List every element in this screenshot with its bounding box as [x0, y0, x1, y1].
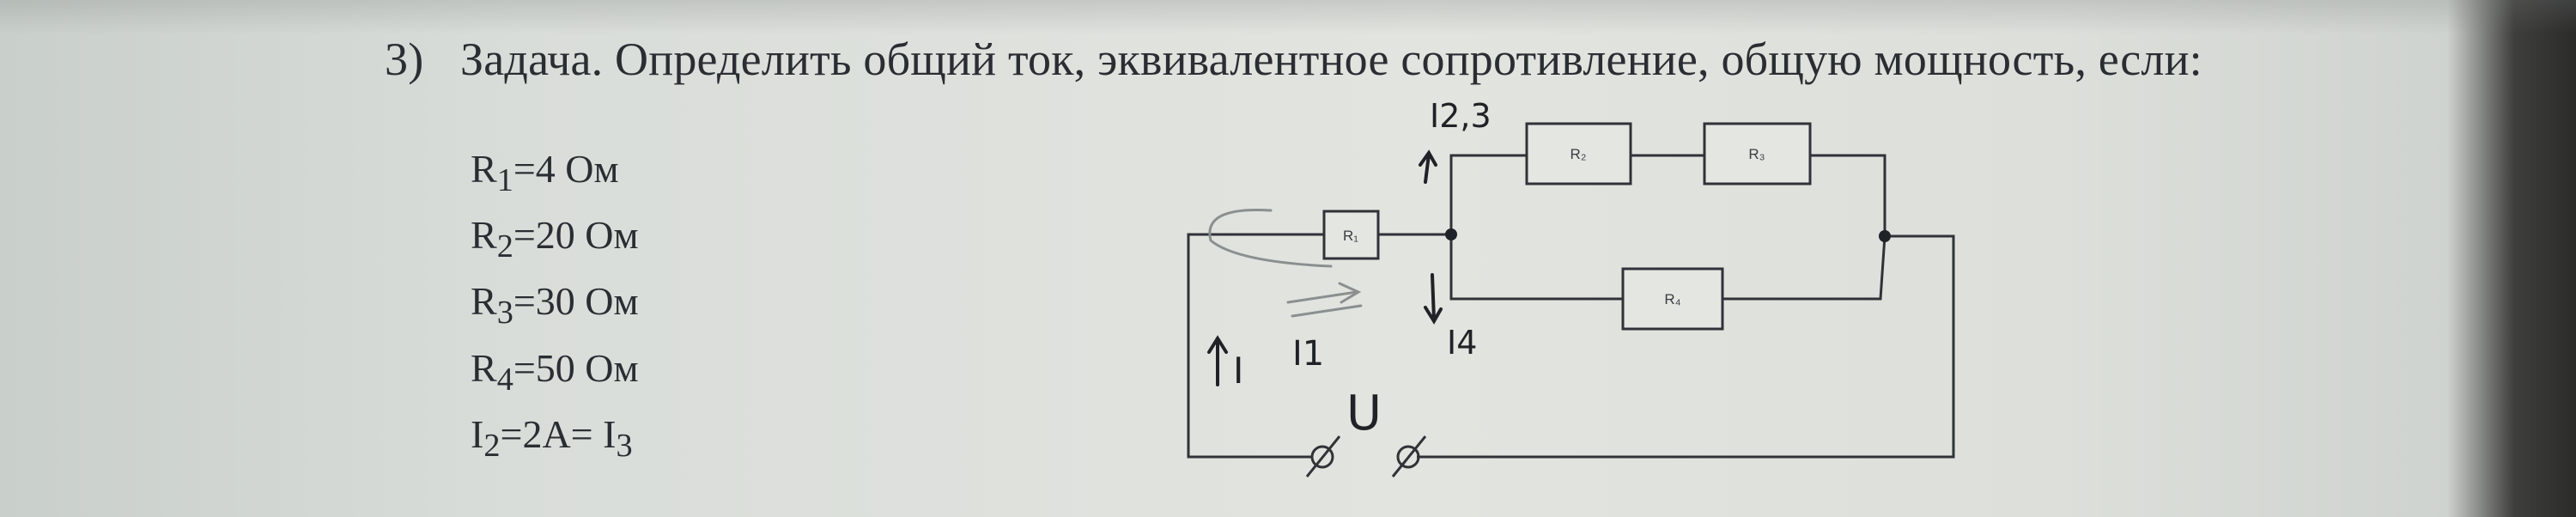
given-r1: R1=4 Ом: [471, 147, 619, 199]
pencil-arc-r1: [1208, 208, 1333, 268]
r4-label: R₄: [1664, 291, 1680, 307]
resistor-r4: [1621, 267, 1724, 331]
label-i1: I1: [1292, 334, 1324, 374]
wire-bottom-right: [1417, 234, 1955, 459]
label-i4: I4: [1447, 324, 1477, 362]
arrow-i-total: [1207, 335, 1228, 386]
resistor-r1: [1322, 210, 1380, 260]
label-i-total: I: [1233, 350, 1243, 392]
given-current: I2=2A= I3: [471, 411, 633, 464]
task-number: 3): [385, 33, 424, 85]
wire-lower-branch: [1449, 234, 1886, 301]
resistor-r3: [1703, 122, 1812, 186]
arrow-i23: [1419, 149, 1437, 184]
wire-upper-branch: [1449, 154, 1886, 236]
given-r2: R2=20 Ом: [471, 213, 639, 265]
resistor-r2: [1525, 122, 1632, 186]
r1-label: R₁: [1343, 228, 1358, 244]
terminal-left-slash: [1305, 435, 1341, 477]
node-left: [1445, 228, 1457, 240]
task-text: Задача. Определить общий ток, эквивалент…: [460, 33, 2202, 85]
node-right: [1879, 230, 1891, 242]
given-r4: R4=50 Ом: [471, 345, 639, 398]
task-statement: 3) Задача. Определить общий ток, эквивале…: [385, 33, 2202, 86]
paper-shadow: [0, 0, 2576, 34]
pencil-arrow-i1: [1286, 282, 1363, 318]
terminal-right: [1396, 445, 1420, 469]
given-r3: R3=30 Ом: [471, 279, 639, 331]
r2-label: R₂: [1571, 146, 1587, 162]
label-u: U: [1346, 386, 1382, 441]
given-values: R1=4 Ом R2=20 Ом R3=30 Ом R4=50 Ом I2=2A…: [471, 142, 639, 473]
r3-label: R₃: [1748, 146, 1765, 162]
terminal-left: [1310, 445, 1334, 469]
wire-left: [1187, 233, 1324, 459]
arrow-i4: [1424, 273, 1443, 325]
label-i23: I2,3: [1430, 97, 1492, 135]
terminal-right-slash: [1391, 435, 1427, 477]
